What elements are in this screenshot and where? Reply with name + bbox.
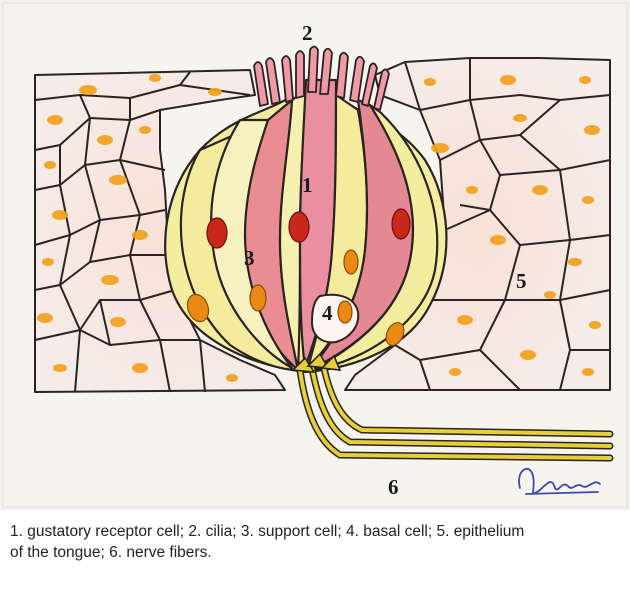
label-cilia: 2 <box>302 21 313 45</box>
label-epithelium: 5 <box>516 269 527 293</box>
caption-line-1: 1. gustatory receptor cell; 2. cilia; 3.… <box>10 523 524 540</box>
label-basal-cell: 4 <box>322 301 333 325</box>
figure-caption: 1. gustatory receptor cell; 2. cilia; 3.… <box>0 510 630 596</box>
label-nerve-fibers: 6 <box>388 475 399 499</box>
caption-line-2: of the tongue; 6. nerve fibers. <box>10 542 620 563</box>
label-support-cell: 3 <box>244 246 255 270</box>
taste-bud-illustration: 1 2 3 4 5 6 <box>0 0 630 510</box>
label-receptor-cell: 1 <box>302 173 313 197</box>
